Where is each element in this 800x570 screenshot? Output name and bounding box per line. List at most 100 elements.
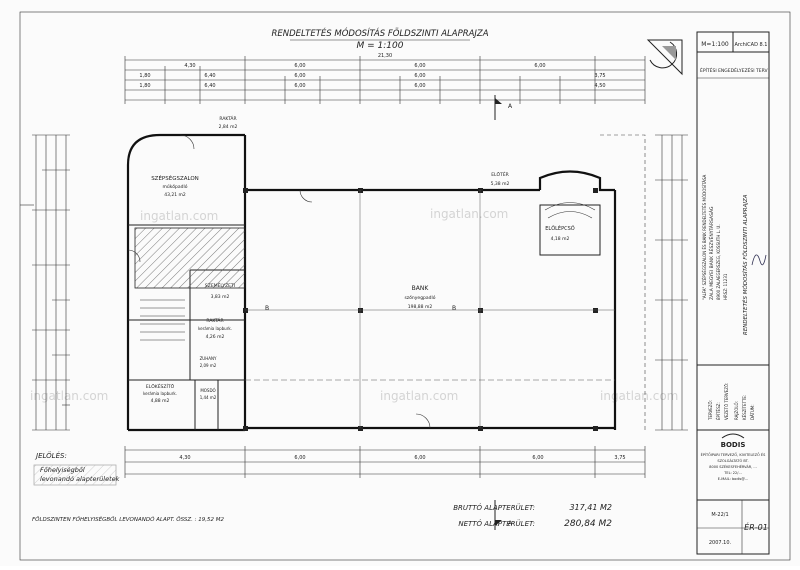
top-dimensions: 21,30 4,30 6,00 6,00 6,00 1,80 6,40 6,00…: [124, 53, 646, 104]
svg-text:B: B: [265, 305, 269, 312]
tb-sheet-no: ÉR-01: [744, 521, 768, 532]
tb-job-no: M-22/1: [711, 512, 728, 518]
svg-text:ÉPÍTÉSZ:: ÉPÍTÉSZ:: [716, 402, 721, 420]
svg-text:2,09 m2: 2,09 m2: [200, 363, 217, 368]
room-elolepcso-name: ELŐLÉPCSŐ: [545, 224, 575, 232]
svg-text:ingatlan.com: ingatlan.com: [430, 207, 508, 221]
svg-text:6,00: 6,00: [414, 73, 425, 79]
tb-software: ArchiCAD 8.1: [735, 42, 768, 48]
area-summary: FÖLDSZINTEN FŐHELYISÉGBŐL LEVONANDÓ ALAP…: [32, 503, 612, 529]
svg-text:ÉPÍTŐIPARI TERVEZŐ, KIVITELEZŐ: ÉPÍTŐIPARI TERVEZŐ, KIVITELEZŐ ÉS: [701, 452, 766, 457]
svg-text:6,00: 6,00: [532, 455, 543, 461]
tb-project-line-2: ZALA MEGYEI BANK RÉSZVÉNYTÁRSASÁG: [707, 206, 715, 300]
svg-text:RAJZOLÓ:: RAJZOLÓ:: [734, 401, 739, 420]
svg-text:3,75: 3,75: [594, 73, 605, 79]
room-szepsegszalon-name: SZÉPSÉGSZALON: [151, 174, 199, 182]
svg-text:4,30: 4,30: [184, 63, 195, 69]
room-labels: SZÉPSÉGSZALON műkőpadló 43,21 m2 RAKTÁR …: [143, 115, 575, 404]
north-arrow-icon: [646, 39, 683, 76]
svg-text:8000 SZÉKESFEHÉRVÁR, ...: 8000 SZÉKESFEHÉRVÁR, ...: [709, 464, 756, 469]
svg-text:ingatlan.com: ingatlan.com: [600, 389, 678, 403]
svg-text:6,00: 6,00: [414, 455, 425, 461]
room-elokeszito-name: ELŐKÉSZÍTŐ: [146, 382, 175, 390]
svg-text:szőnyegpadló: szőnyegpadló: [404, 294, 435, 301]
room-raktar-name: RAKTÁR: [206, 317, 223, 324]
watermark: ingatlan.com ingatlan.com ingatlan.com i…: [30, 207, 678, 403]
svg-text:A: A: [508, 103, 513, 110]
drawing-scale: M = 1:100: [357, 41, 404, 51]
left-dimensions: [32, 134, 70, 431]
svg-text:3,83 m2: 3,83 m2: [211, 294, 230, 300]
room-bank-name: BANK: [412, 285, 430, 292]
svg-text:BODIS: BODIS: [721, 441, 746, 449]
company-logo: BODIS ÉPÍTŐIPARI TERVEZŐ, KIVITELEZŐ ÉS …: [701, 433, 766, 481]
tb-project-line-3: 8900 ZALAEGERSZEG, KOSSUTH L. U.: [716, 224, 721, 300]
svg-text:2,84 m2: 2,84 m2: [219, 124, 238, 130]
svg-text:B: B: [452, 305, 456, 312]
svg-text:198,88 m2: 198,88 m2: [408, 304, 433, 310]
svg-text:43,21 m2: 43,21 m2: [164, 192, 186, 198]
svg-text:6,00: 6,00: [414, 63, 425, 69]
svg-text:ingatlan.com: ingatlan.com: [380, 389, 458, 403]
svg-text:kerámia lapburk.: kerámia lapburk.: [198, 326, 232, 331]
svg-text:4,88 m2: 4,88 m2: [151, 398, 170, 404]
svg-text:6,00: 6,00: [294, 63, 305, 69]
svg-text:A: A: [508, 520, 513, 527]
svg-text:6,00: 6,00: [294, 83, 305, 89]
brutto-value: 317,41 M2: [569, 503, 612, 512]
svg-text:SZOLGÁLTATÓ BT.: SZOLGÁLTATÓ BT.: [717, 458, 748, 463]
svg-text:ingatlan.com: ingatlan.com: [30, 389, 108, 403]
svg-text:1,80: 1,80: [139, 83, 150, 89]
svg-text:3,75: 3,75: [614, 455, 625, 461]
drawing-title: RENDELTETÉS MÓDOSÍTÁS FÖLDSZINTI ALAPRAJ…: [271, 27, 488, 39]
signature: [751, 254, 767, 266]
building-walls: [126, 133, 646, 432]
svg-text:1,44 m2: 1,44 m2: [200, 395, 217, 400]
tb-project-line-1: "ALFA" SZÉPSÉGSZALON ÉS BANK RENDELTETÉS…: [702, 174, 707, 300]
section-marks: A A B B: [265, 95, 513, 530]
legend: JELÖLÉS: Főhelyiségből levonandó alapter…: [33, 451, 120, 486]
svg-text:ingatlan.com: ingatlan.com: [140, 209, 218, 223]
svg-text:kerámia lapburk.: kerámia lapburk.: [143, 391, 177, 396]
svg-text:E-MAIL: bodis@...: E-MAIL: bodis@...: [718, 477, 748, 481]
deduct-area-text: FÖLDSZINTEN FŐHELYISÉGBŐL LEVONANDÓ ALAP…: [32, 515, 225, 523]
right-dimensions: [655, 134, 688, 431]
svg-text:6,00: 6,00: [294, 73, 305, 79]
svg-text:TERVEZŐ:: TERVEZŐ:: [708, 400, 713, 421]
brutto-label: BRUTTÓ ALAPTERÜLET:: [453, 503, 535, 512]
room-mosdo-name: MOSDÓ: [200, 388, 215, 393]
svg-text:4,26 m2: 4,26 m2: [206, 334, 225, 340]
svg-text:4,30: 4,30: [179, 455, 190, 461]
svg-text:KÉSZÍTETTE:: KÉSZÍTETTE:: [742, 395, 747, 420]
room-raktar-top-name: RAKTÁR: [219, 115, 236, 122]
svg-text:műkőpadló: műkőpadló: [162, 183, 187, 190]
bottom-dimensions: 4,30 6,00 6,00 6,00 3,75: [124, 446, 646, 478]
legend-title: JELÖLÉS:: [34, 451, 67, 460]
svg-text:6,00: 6,00: [534, 63, 545, 69]
tb-sheet-title: RENDELTETÉS MÓDOSÍTÁS FÖLDSZINTI ALAPRAJ…: [741, 194, 749, 335]
room-szemelyzeti-name: SZEMÉLYZETI: [205, 281, 235, 289]
svg-text:5,38 m2: 5,38 m2: [491, 181, 510, 187]
netto-label: NETTÓ ALAPTERÜLET:: [458, 519, 535, 528]
sheet-border: [19, 11, 791, 561]
tb-year: 2007.10.: [709, 540, 732, 546]
room-elotero-name: ELŐTÉR: [491, 170, 509, 178]
dim-overall: 21,30: [378, 53, 392, 59]
tb-scale: M=1:100: [701, 41, 729, 48]
tb-project-line-4: HRSZ: 11231: [723, 273, 728, 300]
title-block: M=1:100 ArchiCAD 8.1 ÉPÍTÉSI ENGEDÉLYEZÉ…: [696, 31, 770, 555]
svg-text:4,18 m2: 4,18 m2: [551, 236, 570, 242]
svg-text:6,40: 6,40: [204, 73, 215, 79]
tb-epitesi: ÉPÍTÉSI ENGEDÉLYEZÉSI TERV: [700, 66, 768, 74]
svg-text:VEZETŐ TERVEZŐ:: VEZETŐ TERVEZŐ:: [724, 383, 729, 420]
svg-text:DÁTUM:: DÁTUM:: [750, 404, 755, 420]
svg-text:6,00: 6,00: [294, 455, 305, 461]
svg-text:TEL: 22/...: TEL: 22/...: [723, 471, 742, 475]
svg-text:4,50: 4,50: [594, 83, 605, 89]
svg-text:6,40: 6,40: [204, 83, 215, 89]
netto-value: 280,84 M2: [564, 519, 612, 529]
svg-text:1,80: 1,80: [139, 73, 150, 79]
room-zuhany-name: ZUHANY: [200, 356, 217, 361]
